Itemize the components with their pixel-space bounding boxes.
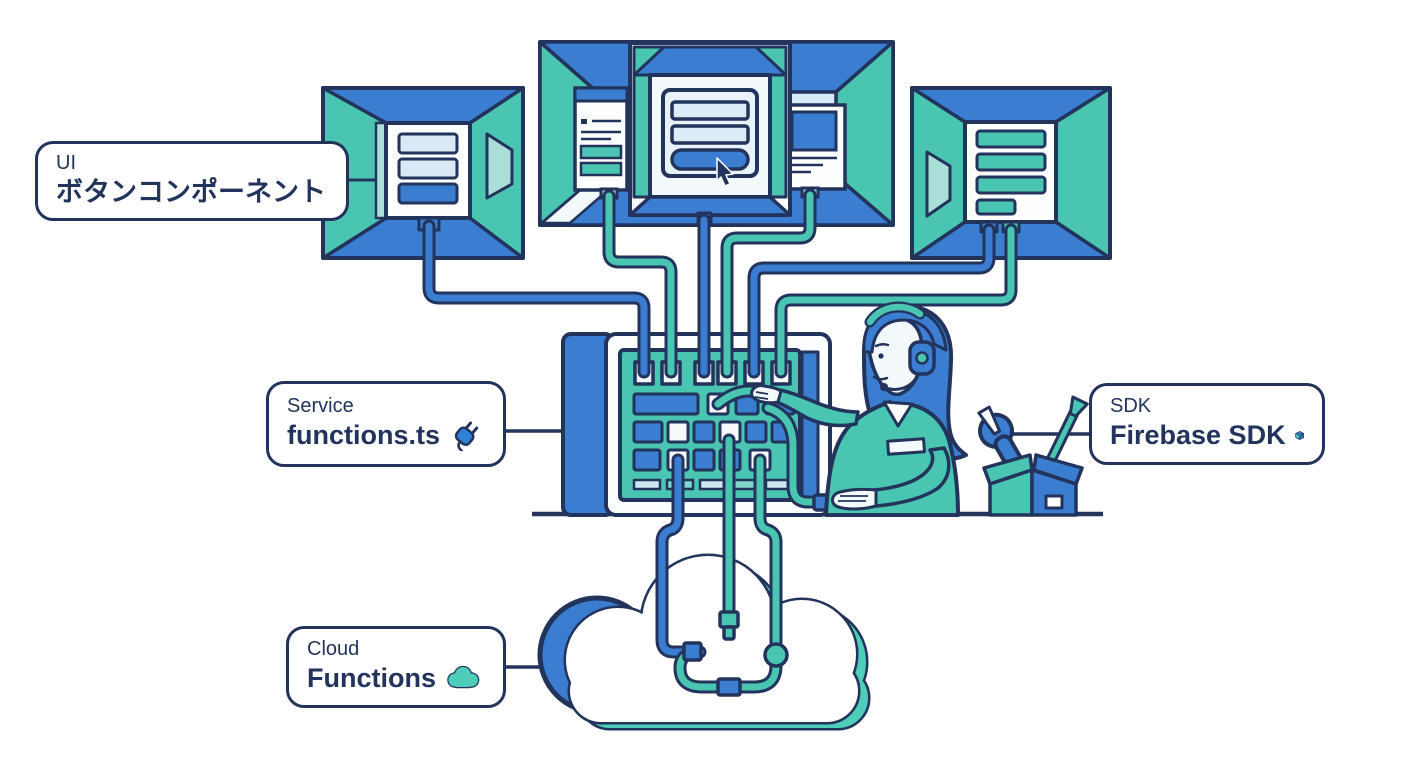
operator-mouth: [872, 375, 889, 381]
operator-with-headset: [750, 301, 968, 517]
callout-cloud-category: Cloud: [307, 638, 360, 661]
app-monitor-center: [628, 41, 792, 225]
side-window-shape: [485, 132, 514, 200]
operator-eye: [878, 353, 884, 359]
operator-badge: [886, 437, 926, 456]
callout-cloud: Cloud Functions: [286, 626, 506, 708]
callout-ui: UI ボタンコンポーネント: [35, 141, 349, 221]
cloud-plug-blue-bottom: [716, 677, 742, 697]
toolbox-label: [1044, 494, 1064, 510]
callout-service-category: Service: [287, 395, 354, 418]
screen-to-switchboard-cables: [422, 188, 1018, 379]
callout-service: Service functions.ts: [266, 381, 506, 467]
callout-ui-category: UI: [56, 152, 76, 175]
plug-icon: [454, 421, 479, 452]
cursor-icon: [716, 157, 734, 187]
callout-cloud-title: Functions: [307, 663, 436, 694]
browser-window-left: [573, 86, 629, 200]
patch-socket: [666, 420, 690, 444]
screwdriver-icon: [1043, 395, 1089, 469]
operator-lower-hand: [831, 487, 878, 511]
toolbox-body-right: [1030, 468, 1078, 517]
callout-service-title: functions.ts: [287, 420, 440, 451]
side-window-shape: [925, 150, 952, 218]
package-icon: [1294, 431, 1304, 440]
callout-sdk-title: Firebase SDK: [1110, 420, 1286, 451]
operator-collar: [882, 400, 914, 428]
switchboard-to-cloud-cables: [655, 433, 789, 697]
callout-sdk: SDK Firebase SDK: [1089, 383, 1325, 465]
operator-nose: [870, 359, 875, 370]
cloud-icon: [447, 666, 480, 689]
browser-window-right: [786, 103, 847, 199]
callout-sdk-category: SDK: [1110, 395, 1152, 418]
form-button: [670, 148, 750, 171]
operator-eyebrow: [874, 342, 890, 348]
toolbox-with-tools: [977, 395, 1089, 517]
form-input: [670, 124, 750, 145]
cloud-plug-blue-left: [682, 641, 703, 662]
callout-ui-title: ボタンコンポーネント: [56, 177, 326, 208]
headset-mic: [885, 375, 920, 391]
favicon-icon: [581, 119, 587, 124]
cloud-plug-teal: [718, 610, 740, 641]
form-input: [670, 100, 750, 121]
cloud-connector-circle: [763, 642, 789, 668]
cloud: [537, 553, 871, 731]
